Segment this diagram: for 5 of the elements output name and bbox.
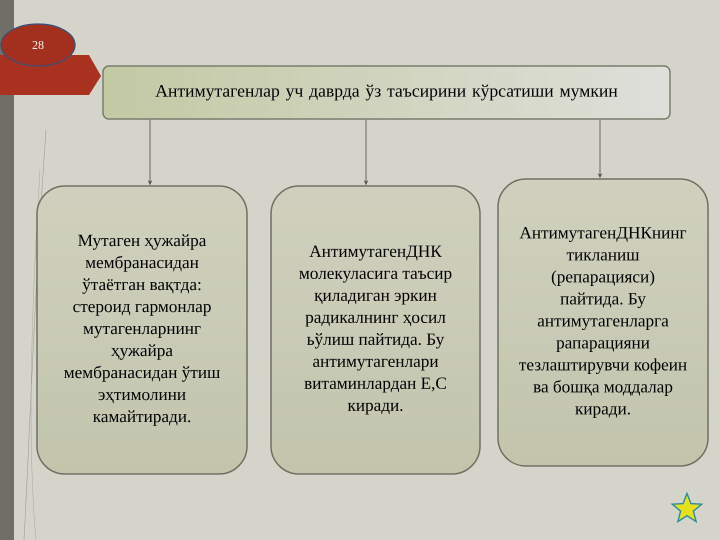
info-box: АнтимутагенДНК молекуласига таъсир қиладиган эркин радикалнинг ҳосил ьўлиш пайтида. Бу антимутагенлари витаминлардан Е,С киради.	[270, 185, 481, 475]
info-box: Мутаген ҳужайра мембранасидан ўтаётган вақтда: стероид гармонлар мутагенларнинг ҳужайра мембранасидан ўтиш эҳтимолини камайтиради.	[36, 185, 248, 475]
title-box: Антимутагенлар уч даврда ўз таъсирини кўрсатиши мумкин	[102, 65, 671, 120]
page-number-oval: 28	[0, 23, 76, 67]
info-box: АнтимутагенДНКнинг тикланиш (репарацияси) пайтида. Бу антимутагенларга рапарацияни тезлаштирувчи кофеин ва бошқа моддалар киради.	[497, 178, 709, 467]
